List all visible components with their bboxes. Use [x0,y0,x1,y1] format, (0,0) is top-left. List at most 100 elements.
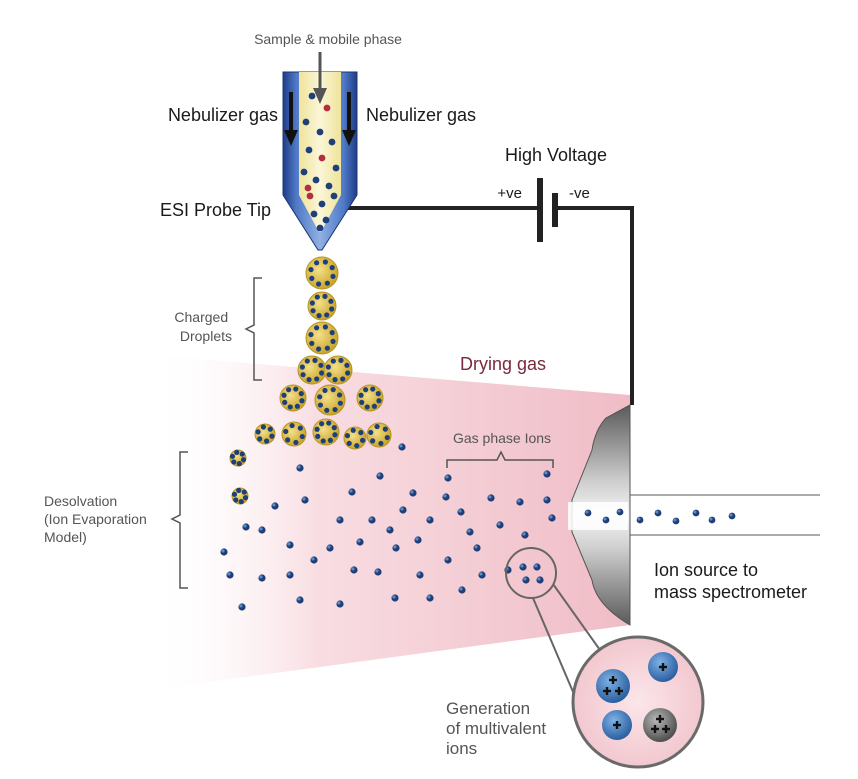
battery-icon [537,178,558,242]
charged-droplet [356,384,384,412]
gas-phase-ion [521,531,529,539]
gas-phase-ion [416,571,424,579]
desolvation-line-2: (Ion Evaporation [44,511,147,527]
charged-droplet [297,355,327,385]
desolvation-label: Desolvation (Ion Evaporation Model) [44,493,151,545]
positive-charge-icon [615,687,623,695]
sample-inflow-arrow [313,52,327,104]
positive-charge-icon [662,725,670,733]
multivalent-line-1: Generation [446,699,530,718]
gas-phase-ions-bracket [446,450,554,468]
capillary-ion [636,516,644,524]
ion [310,210,318,218]
ion [328,138,336,146]
ion [302,118,310,126]
gas-phase-ion [226,571,234,579]
charged-droplet [279,384,307,412]
ion-source-line-1: Ion source to [654,560,758,580]
nebulizer-arrow-left [284,92,298,146]
voltage-wire [345,206,634,405]
charged-droplet [323,355,353,385]
capillary-ion [672,517,680,525]
gas-phase-ion [301,496,309,504]
charged-droplet [314,384,346,416]
gas-phase-ion [543,496,551,504]
drying-gas-plume [150,355,630,690]
positive-charge-icon [609,676,617,684]
gas-phase-ion [336,600,344,608]
gas-phase-ion [548,514,556,522]
negative-ion [318,154,326,162]
gas-phase-ion [242,523,250,531]
gas-phase-ion [258,574,266,582]
capillary-ion [602,516,610,524]
charged-droplet [281,421,307,447]
charged-droplet [254,423,276,445]
gas-phase-ion [238,603,246,611]
positive-charge-icon [651,725,659,733]
gas-phase-ions-label: Gas phase Ions [453,430,551,446]
capillary-ions [584,508,736,525]
capillary-ion [654,509,662,517]
ion [308,92,316,100]
nebulizer-label-right: Nebulizer gas [366,105,476,125]
gas-phase-ion [536,576,544,584]
gas-phase-ion [426,516,434,524]
gas-phase-ion [466,528,474,536]
gas-phase-ion [457,508,465,516]
gas-phase-ion [296,464,304,472]
gas-phase-ion [286,571,294,579]
positive-charge-icon [659,663,667,671]
gas-phase-ion [374,568,382,576]
ion [318,200,326,208]
gas-phase-ion [458,586,466,594]
ion-source-label: Ion source to mass spectrometer [654,560,807,602]
gas-phase-ions [220,443,556,611]
capillary-ion [616,508,624,516]
gas-phase-ion [519,563,527,571]
gas-phase-ion [368,516,376,524]
gas-phase-ion [258,526,266,534]
ion [312,176,320,184]
gas-phase-ion [487,494,495,502]
ms-capillary [625,494,820,536]
gas-phase-ion [533,563,541,571]
zoom-source-circle [505,547,557,599]
esi-probe [282,52,358,251]
charged-droplets-label: Charged Droplets [174,309,232,344]
ion [316,224,324,232]
charged-droplet [305,321,339,355]
charged-droplets-line-2: Droplets [180,328,232,344]
gas-phase-ion [376,472,384,480]
ion [300,168,308,176]
gas-phase-ion [409,489,417,497]
gas-phase-ion [310,556,318,564]
gas-phase-ion [473,544,481,552]
charged-droplets [229,256,392,505]
gas-phase-ion [522,576,530,584]
charged-droplet [312,418,340,446]
multivalent-line-3: ions [446,739,477,758]
gas-phase-ion [286,541,294,549]
charged-droplets-line-1: Charged [174,309,228,325]
probe-tip-label: ESI Probe Tip [160,200,271,220]
zoom-inset [571,635,705,769]
multivalent-label: Generation of multivalent ions [446,699,551,758]
capillary-ion [692,509,700,517]
capillary-ion [728,512,736,520]
nebulizer-arrow-right [342,92,356,146]
gas-phase-ion [392,544,400,552]
gas-phase-ion [516,498,524,506]
sample-label: Sample & mobile phase [254,31,402,47]
capillary-ion [708,516,716,524]
gas-phase-ion [496,521,504,529]
gas-phase-ion [478,571,486,579]
charged-droplet [305,256,339,290]
gas-phase-ion [414,536,422,544]
charged-droplets-bracket [244,277,262,381]
gas-phase-ion [336,516,344,524]
desolvation-line-3: Model) [44,529,87,545]
negative-ion [304,184,312,192]
